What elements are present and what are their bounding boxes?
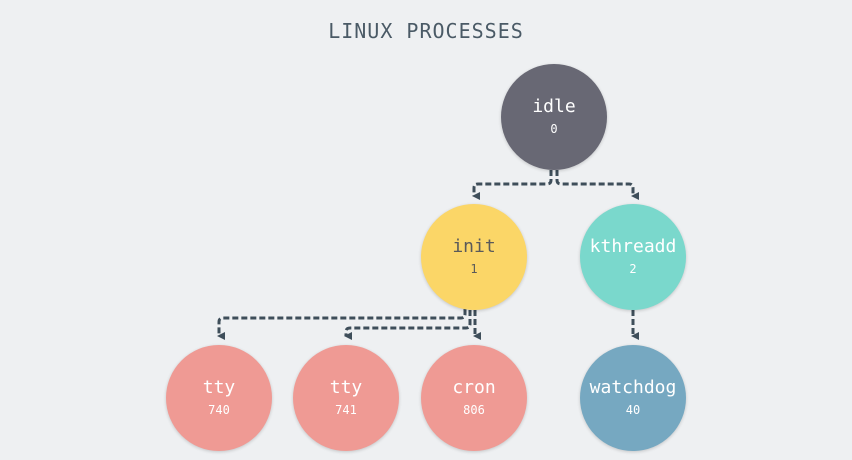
- node-idle: idle 0: [501, 64, 607, 170]
- node-name: cron: [452, 377, 496, 398]
- edge-idle-kthreadd: [555, 170, 639, 200]
- node-pid: 1: [470, 262, 478, 276]
- node-name: kthreadd: [589, 236, 677, 257]
- node-pid: 741: [335, 403, 357, 417]
- node-name: init: [452, 236, 496, 257]
- node-name: tty: [202, 377, 236, 398]
- diagram-title: LINUX PROCESSES: [328, 19, 524, 43]
- node-pid: 740: [208, 403, 230, 417]
- node-pid: 40: [625, 403, 641, 417]
- node-cron: cron 806: [421, 345, 527, 451]
- edge-idle-init: [472, 170, 553, 200]
- node-kthreadd: kthreadd 2: [580, 204, 686, 310]
- edge-init-tty740: [217, 309, 467, 340]
- node-tty-741: tty 741: [293, 345, 399, 451]
- node-init: init 1: [421, 204, 527, 310]
- node-pid: 806: [463, 403, 485, 417]
- node-pid: 0: [550, 122, 558, 136]
- node-name: tty: [329, 377, 363, 398]
- node-watchdog: watchdog 40: [580, 345, 686, 451]
- node-name: watchdog: [589, 377, 677, 398]
- node-tty-740: tty 740: [166, 345, 272, 451]
- edge-init-tty741: [344, 310, 472, 340]
- node-pid: 2: [629, 262, 637, 276]
- node-name: idle: [532, 96, 576, 117]
